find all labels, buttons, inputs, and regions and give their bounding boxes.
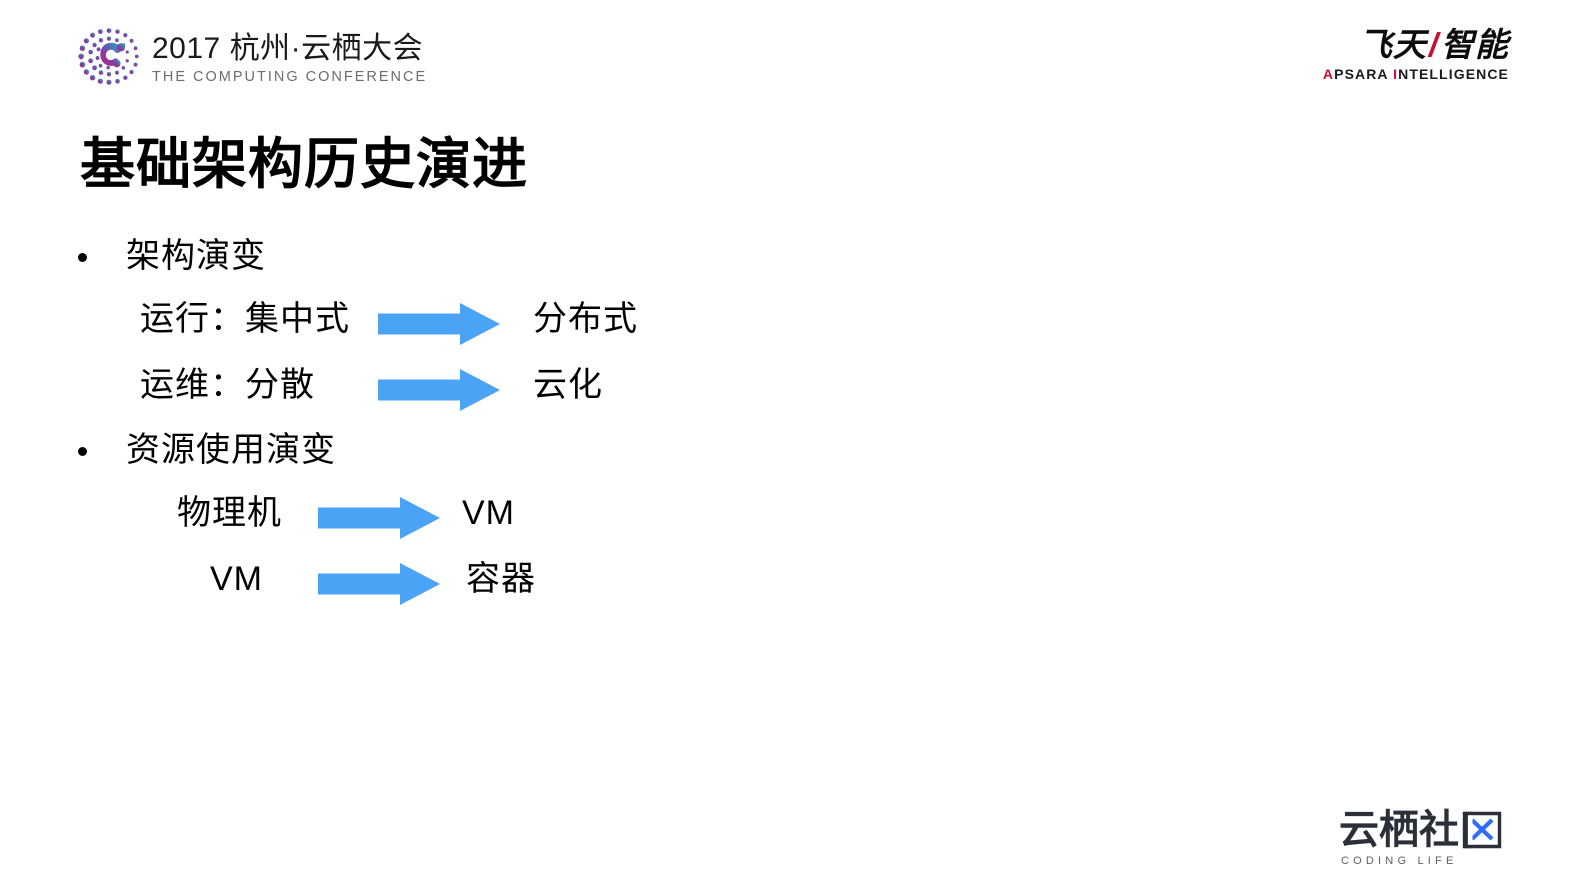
apsara-logo-en-ntelligence: NTELLIGENCE	[1398, 66, 1509, 82]
flow-from-runtime: 运行：集中式	[140, 300, 350, 338]
flow-to-runtime: 分布式	[533, 300, 638, 338]
apsara-logo-en-a: A	[1322, 66, 1335, 82]
bullet-dot-icon	[78, 253, 87, 262]
apsara-logo-en-i: I	[1393, 66, 1399, 82]
flow-to-ops: 云化	[533, 366, 603, 404]
apsara-logo-en-psara: PSARA	[1334, 66, 1394, 82]
apsara-logo-cn-feitian: 飞天	[1358, 26, 1427, 63]
flow-row-physical-to-vm: 物理机 VM	[0, 489, 1587, 555]
yunqi-logo-cn-text: 云栖社	[1339, 808, 1459, 852]
page-title: 基础架构历史演进	[80, 133, 529, 195]
conference-title-cn: 2017 杭州·云栖大会	[152, 32, 424, 65]
conference-title-en: THE COMPUTING CONFERENCE	[152, 69, 428, 85]
yunqi-logo-cn: 云栖社	[1339, 809, 1511, 851]
flow-row-runtime: 运行：集中式 分布式	[0, 295, 1587, 361]
yunqi-logo-en: CODING LIFE	[1341, 855, 1458, 867]
flow-from-physical: 物理机	[177, 494, 282, 532]
bullet-dot-icon	[78, 447, 87, 456]
right-arrow-icon	[318, 497, 440, 539]
yunqi-dotted-c-logo-icon	[78, 28, 139, 85]
right-arrow-icon	[378, 303, 500, 345]
flow-row-vm-to-container: VM 容器	[0, 555, 1587, 621]
apsara-logo-cn-zhineng: 智能	[1441, 26, 1509, 63]
apsara-logo-separator: /	[1428, 26, 1439, 63]
apsara-logo-cn: 飞天/智能	[1299, 26, 1509, 64]
flow-from-ops: 运维：分散	[140, 366, 315, 404]
flow-to-container: 容器	[466, 560, 536, 598]
yunqi-qu-character-icon	[1462, 811, 1502, 849]
yunqi-community-logo: 云栖社 CODING LIFE	[1339, 809, 1511, 868]
flow-row-ops: 运维：分散 云化	[0, 361, 1587, 427]
conference-wordmark: 2017 杭州·云栖大会 THE COMPUTING CONFERENCE	[152, 30, 427, 86]
flow-from-vm: VM	[210, 560, 263, 598]
bullet-row-architecture: 架构演变	[0, 233, 1587, 295]
apsara-intelligence-logo: 飞天/智能 APSARA INTELLIGENCE	[1299, 26, 1509, 83]
right-arrow-icon	[378, 369, 500, 411]
conference-logo: 2017 杭州·云栖大会 THE COMPUTING CONFERENCE	[78, 27, 427, 89]
bullet-row-resource: 资源使用演变	[0, 427, 1587, 489]
slide-body: 架构演变 运行：集中式 分布式 运维：分散 云化 资源使用演变 物理机	[0, 233, 1587, 621]
bullet-label-resource: 资源使用演变	[126, 431, 336, 469]
right-arrow-icon	[318, 563, 440, 605]
apsara-logo-en: APSARA INTELLIGENCE	[1299, 65, 1509, 83]
bullet-label-architecture: 架构演变	[126, 237, 266, 275]
flow-to-vm: VM	[462, 494, 515, 532]
